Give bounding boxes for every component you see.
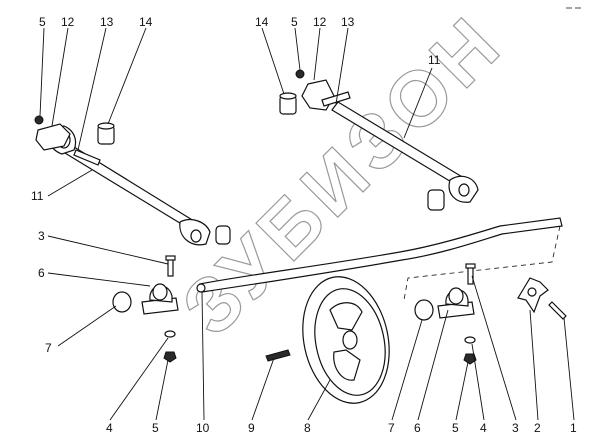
assembly-guide-line xyxy=(403,225,561,301)
screw-icon xyxy=(548,301,567,320)
callout-8: 8 xyxy=(304,421,311,435)
bolt-icon xyxy=(321,91,351,107)
bushing-icon xyxy=(427,189,445,211)
callout-5-top-right: 5 xyxy=(291,15,298,29)
callout-3-left: 3 xyxy=(38,229,45,243)
callout-5-left: 5 xyxy=(152,421,159,435)
callout-3-right: 3 xyxy=(512,421,519,435)
washer-icon xyxy=(464,336,476,344)
bolt-icon xyxy=(73,149,101,166)
callout-13-top-right: 13 xyxy=(341,15,355,29)
wheel-hub-icon xyxy=(342,330,358,350)
tie-rod-left-assembly xyxy=(34,115,231,246)
bolt-icon xyxy=(167,257,174,277)
key-icon xyxy=(265,349,291,362)
clamp-icon xyxy=(35,123,71,151)
callout-11-left: 11 xyxy=(31,189,44,203)
nut-icon xyxy=(463,353,477,365)
bolt-icon xyxy=(467,265,474,285)
callout-7-right: 7 xyxy=(388,421,395,435)
bearing-right-group xyxy=(414,263,477,365)
callout-14-top-left: 14 xyxy=(139,15,153,29)
bearing-left-group xyxy=(112,255,179,363)
bushing-icon xyxy=(215,225,231,245)
clamp-icon xyxy=(301,79,335,111)
callout-12-top-right: 12 xyxy=(313,15,327,29)
main-shaft xyxy=(196,217,563,301)
callout-2: 2 xyxy=(534,421,541,435)
callout-5-right: 5 xyxy=(452,421,459,435)
callout-13-top-left: 13 xyxy=(100,15,114,29)
callout-11-right: 11 xyxy=(428,53,441,67)
nut-icon xyxy=(34,115,44,125)
shaft-icon xyxy=(199,217,563,293)
callout-5-top-left: 5 xyxy=(39,15,46,29)
callout-labels: 5 12 13 14 11 14 5 12 13 11 3 6 7 4 5 10… xyxy=(31,15,577,435)
callout-4-right: 4 xyxy=(480,421,487,435)
callout-4-left: 4 xyxy=(106,421,113,435)
nut-icon xyxy=(163,351,177,363)
leader-lines xyxy=(39,27,575,421)
bushing-icon xyxy=(414,299,434,321)
callout-14-top-right: 14 xyxy=(255,15,269,29)
callout-7-left: 7 xyxy=(45,341,52,355)
sprocket-group xyxy=(517,277,567,320)
callout-12-top-left: 12 xyxy=(61,15,75,29)
bushing-icon xyxy=(112,291,132,313)
nut-icon xyxy=(295,69,305,79)
callout-6-right: 6 xyxy=(414,421,421,435)
callout-6-left: 6 xyxy=(38,266,45,280)
tie-rod-right-assembly xyxy=(279,69,479,211)
wheel-group xyxy=(265,276,390,404)
washer-icon xyxy=(164,330,176,338)
callout-9: 9 xyxy=(248,421,255,435)
callout-1: 1 xyxy=(570,421,577,435)
callout-10: 10 xyxy=(196,421,210,435)
